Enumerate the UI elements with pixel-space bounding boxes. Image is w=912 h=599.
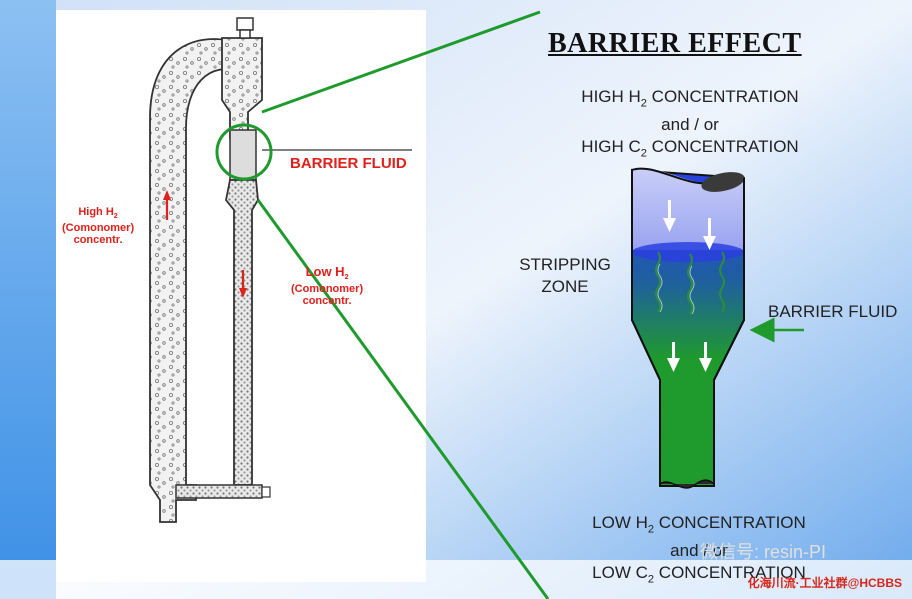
left-barrier-fluid-label: BARRIER FLUID (290, 155, 407, 172)
bottom-concentration-text: LOW H2 CONCENTRATION and / or LOW C2 CON… (592, 513, 806, 586)
riser-label: High H2 (Comonomer) concentr. (62, 206, 135, 247)
stripping-zone-label: STRIPPING ZONE (519, 255, 611, 296)
magnified-pipe (631, 167, 745, 489)
zoom-line-bottom (256, 199, 550, 599)
footer-credit: 化海川流·工业社群@HCBBS (747, 576, 902, 590)
zoom-line-top (261, 10, 541, 114)
bottom-connector (175, 484, 263, 499)
diagram-title: BARRIER EFFECT (548, 28, 802, 59)
downer-label: Low H2 (Comonomer) concentr. (291, 264, 364, 308)
zoom-circle (215, 123, 273, 181)
barrier-zone (229, 129, 257, 181)
watermark-text: 微信号: resin-PI (700, 542, 827, 562)
right-barrier-fluid-label: BARRIER FLUID (768, 302, 898, 321)
top-concentration-text: HIGH H2 CONCENTRATION and / or HIGH C2 C… (581, 87, 799, 160)
